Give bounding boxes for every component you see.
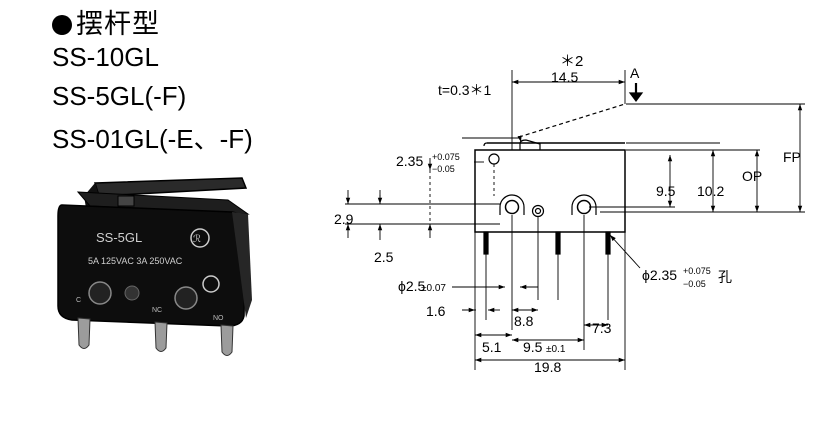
- arrow-a-label: A: [630, 65, 640, 81]
- sa-mark-icon: [202, 275, 220, 293]
- terminal-label-no: NO: [213, 315, 224, 322]
- ur-mark-icon: [190, 228, 210, 248]
- dim-2-5: 2.5: [374, 249, 394, 265]
- dim-1-6: 1.6: [426, 303, 446, 319]
- terminal-stub: [605, 231, 611, 255]
- note-star2: ＊2: [560, 53, 583, 70]
- dim-7-3: 7.3: [592, 320, 612, 336]
- mounting-hole-right: [576, 199, 592, 215]
- dim-8-8: 8.8: [514, 313, 534, 329]
- tol-2-35-upper: +0.075: [432, 152, 460, 162]
- terminal-pin: [154, 321, 168, 352]
- model-name-2: SS-5GL(-F): [52, 81, 187, 111]
- terminal-label-c: C: [76, 297, 81, 304]
- tol-2-35-lower: −0.05: [432, 164, 455, 174]
- thickness-note: t=0.3＊1: [438, 82, 492, 98]
- arrow-a-icon: [628, 92, 644, 102]
- photo-rating-print: 5A 125VAC 3A 250VAC: [88, 256, 183, 266]
- mounting-hole-left: [504, 199, 520, 215]
- drawing-plunger: [488, 153, 500, 165]
- svg-text:ℛ: ℛ: [193, 234, 201, 245]
- photo-model-print: SS-5GL: [96, 230, 142, 245]
- dim-9-5: 9.5: [656, 183, 676, 199]
- dim-5-1: 5.1: [482, 339, 502, 355]
- terminal-hole-icon: [88, 281, 112, 305]
- product-photo: SS-5GL 5A 125VAC 3A 250VAC ℛ C NC NO: [57, 177, 252, 356]
- terminal-hole-icon: [174, 286, 198, 310]
- hole-left-dia: ϕ2.5: [398, 278, 426, 294]
- section-title: 摆杆型: [52, 2, 160, 41]
- terminal-label-nc: NC: [152, 307, 162, 314]
- switch-lever: [93, 177, 248, 197]
- model-name-1: SS-10GL: [52, 42, 159, 72]
- dim-10-2: 10.2: [697, 183, 724, 199]
- hole-right-tol-lower: −0.05: [683, 279, 706, 289]
- dim-14-5: 14.5: [551, 69, 578, 85]
- hole-left-tol: ±0.07: [421, 283, 446, 294]
- technical-drawing: [345, 70, 805, 370]
- label-op: OP: [742, 168, 762, 184]
- label-fp: FP: [783, 149, 801, 165]
- tol-9-5-bottom: ±0.1: [546, 344, 566, 355]
- bullet-icon: [52, 15, 72, 35]
- terminal-pin: [220, 324, 234, 356]
- drawing-lever-free: [518, 103, 626, 138]
- hole-right-tol-upper: +0.075: [683, 266, 711, 276]
- model-name-3: SS-01GL(-E、-F): [52, 124, 253, 154]
- dim-19-8: 19.8: [534, 359, 561, 375]
- terminal-pin: [77, 317, 91, 349]
- hole-right-suffix: 孔: [718, 269, 732, 285]
- hole-right-dia: ϕ2.35: [642, 267, 677, 283]
- terminal-stub: [483, 231, 489, 255]
- dim-2-9: 2.9: [334, 211, 354, 227]
- dim-2-35-lever: 2.35: [396, 153, 423, 169]
- terminal-stub: [555, 231, 561, 255]
- title-text: 摆杆型: [76, 9, 160, 40]
- dim-9-5-bottom: 9.5: [523, 339, 543, 355]
